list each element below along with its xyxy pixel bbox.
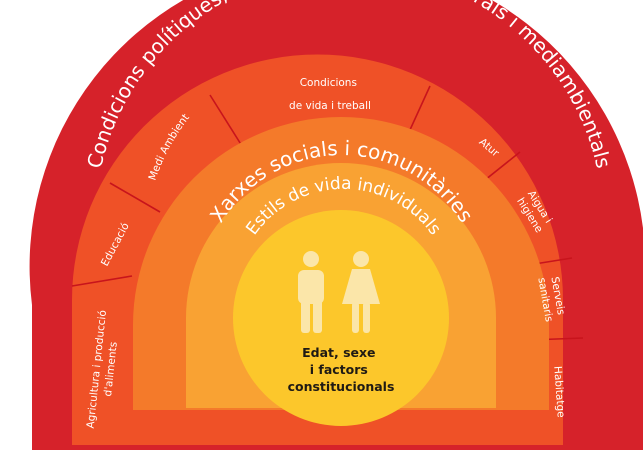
- male-person-icon: [298, 251, 324, 333]
- female-person-icon: [342, 251, 380, 333]
- core-label: Edat, sexe i factors constitucionals: [288, 345, 395, 394]
- people-icons: [298, 251, 380, 333]
- segment-label-health-services: Serveis sanitaris: [535, 274, 567, 322]
- core-circle: [233, 210, 449, 426]
- segment-label-living-work: Condicions de vida i treball: [289, 77, 371, 112]
- segment-label-living-work-line2: de vida i treball: [289, 100, 371, 112]
- segment-label-agriculture-line2: d'aliments: [102, 341, 120, 397]
- core-label-line2: i factors: [310, 362, 368, 377]
- core-label-line1: Edat, sexe: [302, 345, 375, 360]
- divider-3: [209, 94, 243, 147]
- segment-label-housing: Habitatge: [551, 366, 567, 418]
- segment-label-living-work-line1: Condicions: [300, 77, 357, 89]
- divider-1: [71, 275, 133, 287]
- core-label-line3: constitucionals: [288, 379, 395, 394]
- divider-2: [109, 182, 161, 213]
